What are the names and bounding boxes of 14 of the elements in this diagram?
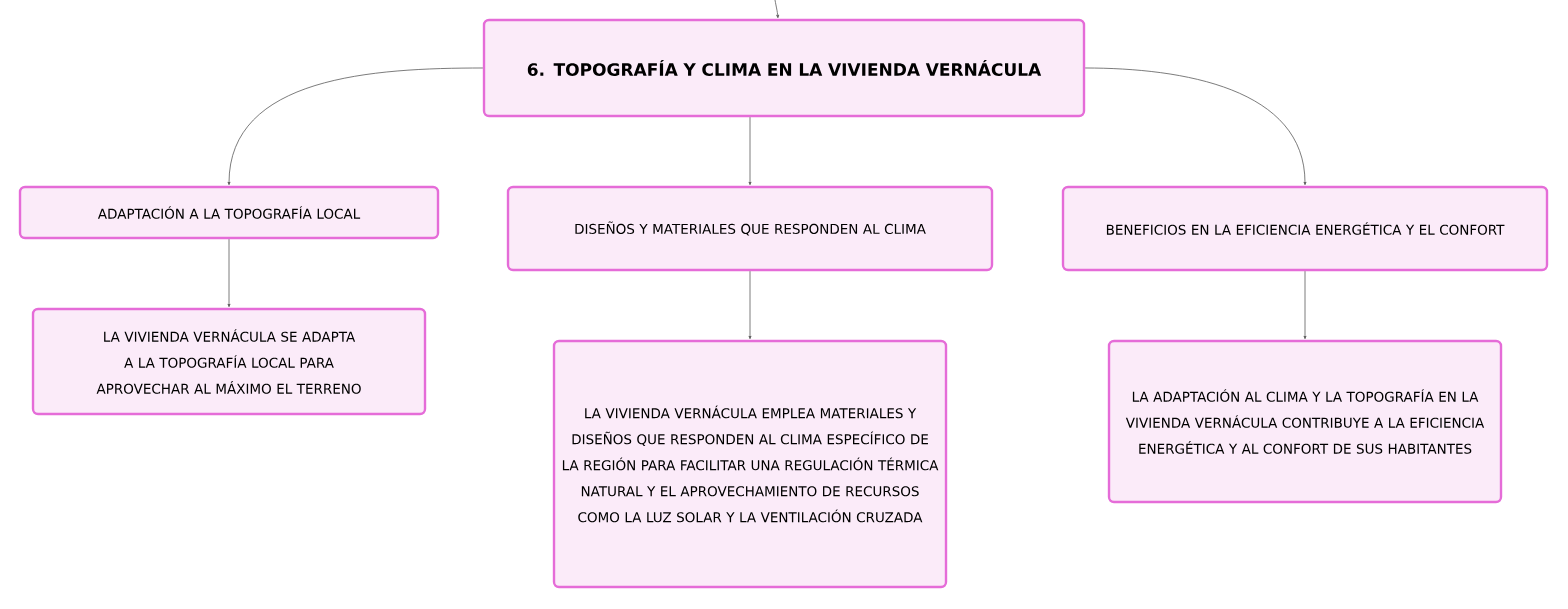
arrow	[774, 0, 780, 19]
topic-box: ADAPTACIÓN A LA TOPOGRAFÍA LOCAL	[18, 185, 440, 240]
arrow	[748, 270, 752, 340]
title-box: 6. TOPOGRAFÍA Y CLIMA EN LA VIVIENDA VERNÁCULA	[482, 18, 1086, 118]
description-box: LA VIVIENDA VERNÁCULA SE ADAPTA A LA TOPOGRAFÍA LOCAL PARA APROVECHAR AL MÁXIMO EL TERRENO	[31, 307, 427, 416]
description-box: LA VIVIENDA VERNÁCULA EMPLEA MATERIALES Y DISEÑOS QUE RESPONDEN AL CLIMA ESPECÍFICO DE LA REGIÓN PARA FACILITAR UNA REGULACIÓN TÉRMICA NATURAL Y EL APROVECHAMIENTO DE RECURSOS COMO LA LUZ SOLAR Y LA VENTILACIÓN CRUZADA	[552, 339, 948, 589]
topic-box: BENEFICIOS EN LA EFICIENCIA ENERGÉTICA Y EL CONFORT	[1061, 185, 1549, 272]
arrow	[227, 238, 231, 308]
arrow	[748, 116, 752, 186]
arrow	[1084, 67, 1307, 186]
arrow	[1303, 270, 1307, 340]
topic-box: DISEÑOS Y MATERIALES QUE RESPONDEN AL CLIMA	[506, 185, 994, 272]
arrow	[227, 67, 484, 186]
description-box: LA ADAPTACIÓN AL CLIMA Y LA TOPOGRAFÍA EN LA VIVIENDA VERNÁCULA CONTRIBUYE A LA EFICIENCIA ENERGÉTICA Y AL CONFORT DE SUS HABITANTES	[1107, 339, 1503, 504]
